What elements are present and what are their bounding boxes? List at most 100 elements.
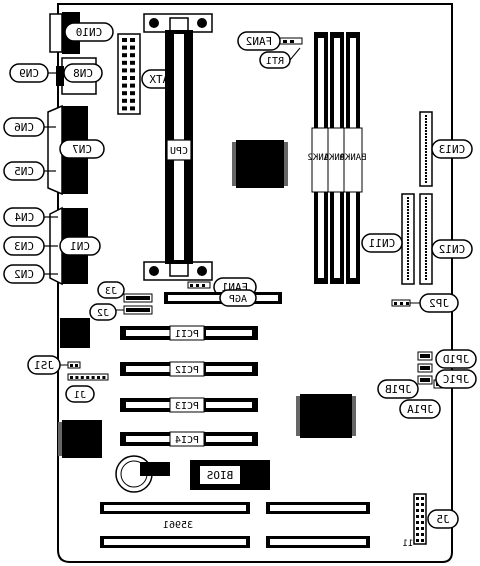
cn4-label-group: CN4 xyxy=(3,207,58,227)
cn8-label: CN8 xyxy=(73,67,93,80)
connector-pin xyxy=(102,376,106,379)
connector-pin xyxy=(130,91,135,96)
pci3-slot: PCI3 xyxy=(120,397,258,413)
j5-header: J5 xyxy=(413,493,459,545)
pci1-slot: PCI1 xyxy=(120,325,258,341)
j2-label: J2 xyxy=(97,308,109,319)
connector-pin xyxy=(416,503,419,506)
atx-label: ATX xyxy=(149,73,169,86)
j1-header: J1 xyxy=(65,373,109,403)
j3-jumper: J3 xyxy=(97,281,153,303)
connector-pin xyxy=(122,98,127,103)
connector-pin xyxy=(421,509,424,512)
southbridge-chip xyxy=(296,394,356,438)
northbridge-chip xyxy=(232,140,288,188)
j1-label: J1 xyxy=(74,390,86,401)
connector-pin xyxy=(421,503,424,506)
connector-pin xyxy=(122,83,127,88)
connector-pin xyxy=(421,533,424,536)
isa-slot-right-top xyxy=(266,502,370,514)
connector-pin xyxy=(130,76,135,80)
cn2-label-group: CN2 xyxy=(3,264,58,284)
jp1d-label-group: JP1D xyxy=(435,349,477,369)
connector-pin xyxy=(416,497,419,500)
agp-label: AGP xyxy=(229,294,247,305)
io-chip xyxy=(58,420,102,458)
bios-label: BIOS xyxy=(207,469,234,482)
isa-slot-left-bottom xyxy=(100,536,250,548)
connector-pin xyxy=(416,527,419,530)
cn1-label: CN1 xyxy=(70,240,90,253)
connector-pin xyxy=(97,376,100,379)
cn1-block: CN1 xyxy=(49,206,101,286)
bank0-label: BANK0 xyxy=(339,153,366,163)
connector-pin xyxy=(70,376,73,379)
cn9-label: CN9 xyxy=(19,67,39,80)
pci4-label: PCI4 xyxy=(175,435,199,446)
pci1-label: PCI1 xyxy=(175,329,199,340)
cn13-label: CN13 xyxy=(439,143,466,156)
super-io-chip xyxy=(60,318,90,348)
cn7-label: CN7 xyxy=(72,143,92,156)
battery xyxy=(115,455,170,493)
connector-pin xyxy=(75,376,79,379)
cn10-port: CN10 xyxy=(49,12,114,54)
jp1a-label: JP1A xyxy=(407,403,434,416)
connector-pin xyxy=(130,53,135,58)
connector-pin xyxy=(130,38,135,42)
dimm-bank2: BANK2 xyxy=(307,32,335,284)
cn12-label: CN12 xyxy=(439,243,466,256)
j2-jumper: J2 xyxy=(89,303,153,321)
cn6-label-group: CN6 xyxy=(3,117,56,137)
connector-pin xyxy=(421,539,424,542)
cn10-label: CN10 xyxy=(76,26,103,39)
connector-pin xyxy=(80,376,84,379)
bank1-label: BANK1 xyxy=(323,153,350,163)
connector-pin xyxy=(421,497,424,500)
dimm-bank0: BANK0 xyxy=(339,32,367,284)
connector-pin xyxy=(86,376,90,379)
bios-chip: BIOS xyxy=(190,460,270,490)
cn2-label: CN2 xyxy=(14,268,34,281)
connector-pin xyxy=(122,68,127,73)
rt1-sensor: RT1 xyxy=(259,47,301,69)
pci2-slot: PCI2 xyxy=(120,361,258,377)
dimm-bank1: BANK1 xyxy=(323,32,351,284)
jp1c-label: JP1C xyxy=(443,373,470,386)
j5-label: J5 xyxy=(436,513,449,526)
jp1b-label: JP1B xyxy=(385,383,412,396)
js1-header: JS1 xyxy=(27,355,81,375)
cn7-serial-parallel-block: CN7 xyxy=(47,104,105,196)
jp1a-label-group: JP1A xyxy=(399,399,441,419)
cn5-label-group: CN5 xyxy=(3,161,56,181)
pci4-slot: PCI4 xyxy=(120,431,258,447)
cn5-label: CN5 xyxy=(14,165,34,178)
connector-pin xyxy=(122,91,127,96)
jp1d-label: JP1D xyxy=(443,353,470,366)
cn4-label: CN4 xyxy=(14,211,34,224)
connector-pin xyxy=(416,509,419,512)
connector-pin xyxy=(416,533,419,536)
bank2-label: BANK2 xyxy=(307,153,334,163)
fan2-label: FAN2 xyxy=(246,35,273,48)
cn6-label: CN6 xyxy=(14,121,34,134)
j3-label: J3 xyxy=(105,286,117,297)
pin1-label: 11 xyxy=(403,539,414,549)
cpu-label: CPU xyxy=(170,146,188,157)
connector-pin xyxy=(122,76,127,80)
connector-pin xyxy=(130,60,135,65)
fan2-header: FAN2 xyxy=(237,31,303,51)
pci3-label: PCI3 xyxy=(175,401,199,412)
jp2-label: JP2 xyxy=(429,297,449,310)
connector-pin xyxy=(91,376,95,379)
connector-pin xyxy=(122,45,127,50)
cn3-label-group: CN3 xyxy=(3,236,58,256)
connector-pin xyxy=(130,98,135,103)
cn3-label: CN3 xyxy=(14,240,34,253)
connector-pin xyxy=(421,521,424,524)
connector-pin xyxy=(130,83,135,88)
cn8-port: CN8 xyxy=(56,57,103,95)
cn11-connector: CN11 xyxy=(361,193,415,285)
rt1-label: RT1 xyxy=(266,56,284,67)
